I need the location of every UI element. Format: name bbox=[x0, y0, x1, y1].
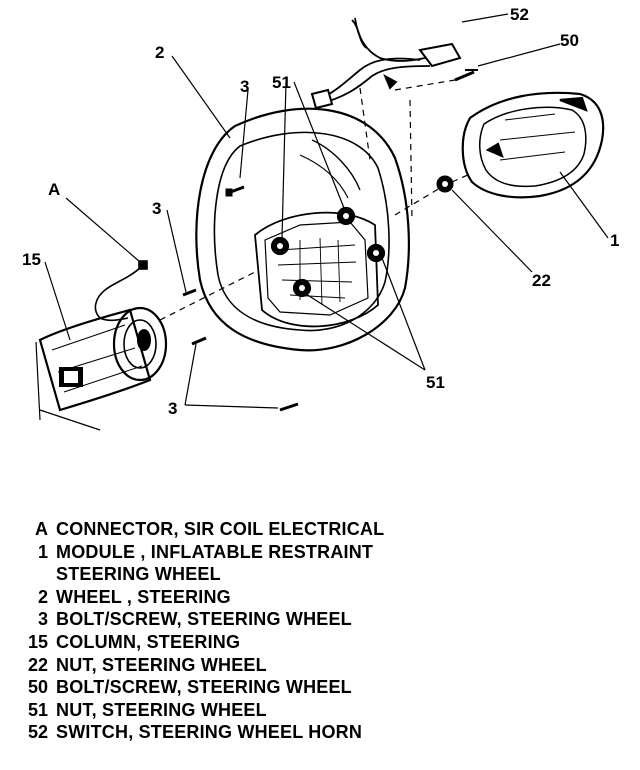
leader-lines bbox=[44, 13, 609, 409]
steering-wheel-part bbox=[195, 107, 410, 352]
callout-22: 22 bbox=[532, 271, 551, 290]
legend-description: COLUMN, STEERING bbox=[56, 631, 241, 652]
legend-row: 50 BOLT/SCREW, STEERING WHEEL bbox=[0, 676, 640, 699]
legend-description: BOLT/SCREW, STEERING WHEEL bbox=[56, 609, 352, 630]
callout-3-bottom: 3 bbox=[168, 399, 177, 418]
legend-row: A CONNECTOR, SIR COIL ELECTRICAL bbox=[0, 518, 640, 541]
legend-row: 22 NUT, STEERING WHEEL bbox=[0, 654, 640, 677]
airbag-module bbox=[461, 91, 605, 199]
callout-2: 2 bbox=[155, 43, 164, 62]
connector-a-cable bbox=[94, 260, 148, 322]
legend-row: 51 NUT, STEERING WHEEL bbox=[0, 699, 640, 722]
assembly-alignment-lines bbox=[159, 79, 471, 321]
bolt-3-upper bbox=[225, 185, 245, 197]
legend-description: NUT, STEERING WHEEL bbox=[56, 699, 267, 720]
legend-row: 3 BOLT/SCREW, STEERING WHEEL bbox=[0, 608, 640, 631]
legend-key: 52 bbox=[27, 722, 48, 743]
legend-key: 22 bbox=[27, 654, 48, 675]
bolt-3-lower bbox=[191, 336, 299, 412]
callout-3-mid: 3 bbox=[152, 199, 161, 218]
legend-row: 52 SWITCH, STEERING WHEEL HORN bbox=[0, 721, 640, 744]
callout-1: 1 bbox=[610, 231, 619, 250]
callout-15: 15 bbox=[22, 250, 41, 269]
bolt-50 bbox=[454, 69, 478, 82]
legend-key: 2 bbox=[37, 586, 48, 607]
legend-description: CONNECTOR, SIR COIL ELECTRICAL bbox=[56, 519, 385, 539]
bolt-3-mid bbox=[182, 288, 197, 297]
steering-column bbox=[35, 306, 168, 431]
legend-description: SWITCH, STEERING WHEEL HORN bbox=[56, 722, 363, 743]
legend-key: 51 bbox=[27, 699, 48, 720]
parts-legend: A CONNECTOR, SIR COIL ELECTRICAL 1 MODULE … bbox=[0, 518, 640, 744]
legend-description: STEERING WHEEL bbox=[56, 564, 221, 585]
callout-3-top: 3 bbox=[240, 77, 249, 96]
legend-key: 15 bbox=[27, 631, 48, 652]
legend-key: 3 bbox=[37, 609, 48, 630]
legend-row: 2 WHEEL , STEERING bbox=[0, 586, 640, 609]
legend-key: 50 bbox=[27, 677, 48, 698]
legend-description: NUT, STEERING WHEEL bbox=[56, 654, 267, 675]
legend-row: 15 COLUMN, STEERING bbox=[0, 631, 640, 654]
legend-description: WHEEL , STEERING bbox=[56, 586, 231, 607]
nut-22 bbox=[436, 175, 454, 193]
exploded-steering-wheel-diagram: 52 50 2 3 51 A 3 15 1 22 51 3 bbox=[22, 5, 619, 431]
callout-51-bottom: 51 bbox=[426, 373, 445, 392]
callout-labels: 52 50 2 3 51 A 3 15 1 22 51 3 bbox=[22, 5, 619, 418]
legend-description: MODULE , INFLATABLE RESTRAINT bbox=[56, 541, 374, 562]
legend-row: 1 MODULE , INFLATABLE RESTRAINT bbox=[0, 541, 640, 564]
horn-switch-harness bbox=[310, 17, 462, 110]
callout-52: 52 bbox=[510, 5, 529, 24]
legend-key: A bbox=[35, 519, 48, 539]
legend-row-continuation: STEERING WHEEL bbox=[0, 563, 640, 586]
callout-51-top: 51 bbox=[272, 73, 291, 92]
legend-description: BOLT/SCREW, STEERING WHEEL bbox=[56, 677, 352, 698]
legend-key: 1 bbox=[37, 541, 48, 562]
callout-a: A bbox=[48, 180, 60, 199]
callout-50: 50 bbox=[560, 31, 579, 50]
